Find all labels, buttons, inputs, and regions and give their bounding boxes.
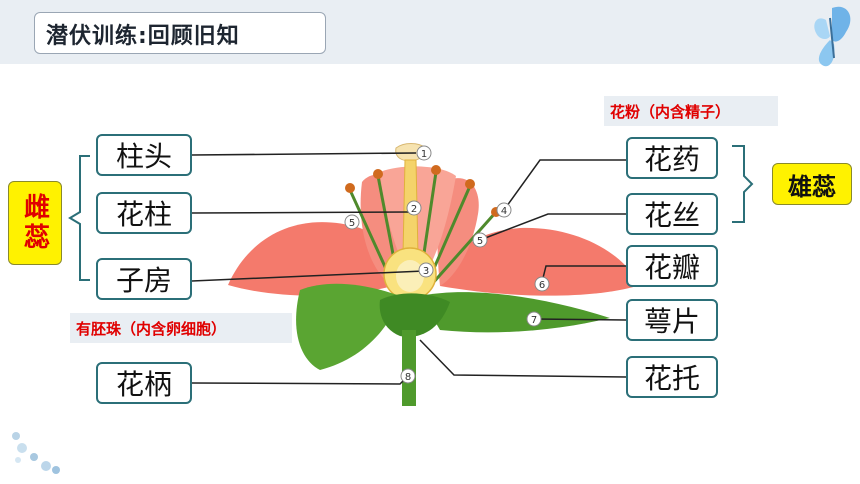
bubbles-icon [12, 432, 60, 474]
label-pedicel: 花柄 [96, 362, 192, 404]
label-receptacle: 花托 [626, 356, 718, 398]
callout-8: 8 [400, 368, 416, 384]
svg-text:8: 8 [405, 372, 411, 383]
label-petal: 花瓣 [626, 245, 718, 287]
label-filament: 花丝 [626, 193, 718, 235]
header-box [34, 12, 326, 54]
stem [402, 330, 416, 406]
svg-text:5: 5 [477, 236, 483, 247]
svg-text:6: 6 [539, 280, 545, 291]
label-stigma: 柱头 [96, 134, 192, 176]
label-sepal: 萼片 [626, 299, 718, 341]
label-ovary: 子房 [96, 258, 192, 300]
svg-text:7: 7 [531, 315, 537, 326]
callout-3: 3 [418, 262, 434, 278]
callout-1: 1 [416, 145, 432, 161]
callout-6: 6 [534, 276, 550, 292]
label-style: 花柱 [96, 192, 192, 234]
callout-5b: 5 [472, 232, 488, 248]
svg-text:2: 2 [411, 204, 417, 215]
label-anther: 花药 [626, 137, 718, 179]
callout-2: 2 [406, 200, 422, 216]
note-pollen: 花粉（内含精子） [604, 96, 778, 126]
note-ovule: 有胚珠（内含卵细胞） [70, 313, 292, 343]
page-title: 潜伏训练:回顾旧知 [46, 24, 240, 49]
sepals [296, 283, 610, 370]
stamen-bracket [732, 145, 754, 223]
butterfly-icon [814, 6, 851, 67]
svg-text:1: 1 [421, 149, 427, 160]
pistil-bracket [68, 155, 90, 281]
callout-4: 4 [496, 202, 512, 218]
group-stamen: 雄蕊 [772, 163, 852, 205]
callout-5a: 5 [344, 214, 360, 230]
callout-7: 7 [526, 311, 542, 327]
svg-text:4: 4 [501, 206, 507, 217]
svg-text:3: 3 [423, 266, 429, 277]
pistil [383, 143, 437, 301]
svg-text:5: 5 [349, 218, 355, 229]
group-pistil: 雌蕊 [8, 181, 62, 265]
callouts: 1 2 3 4 5 5 6 7 8 [344, 145, 550, 384]
